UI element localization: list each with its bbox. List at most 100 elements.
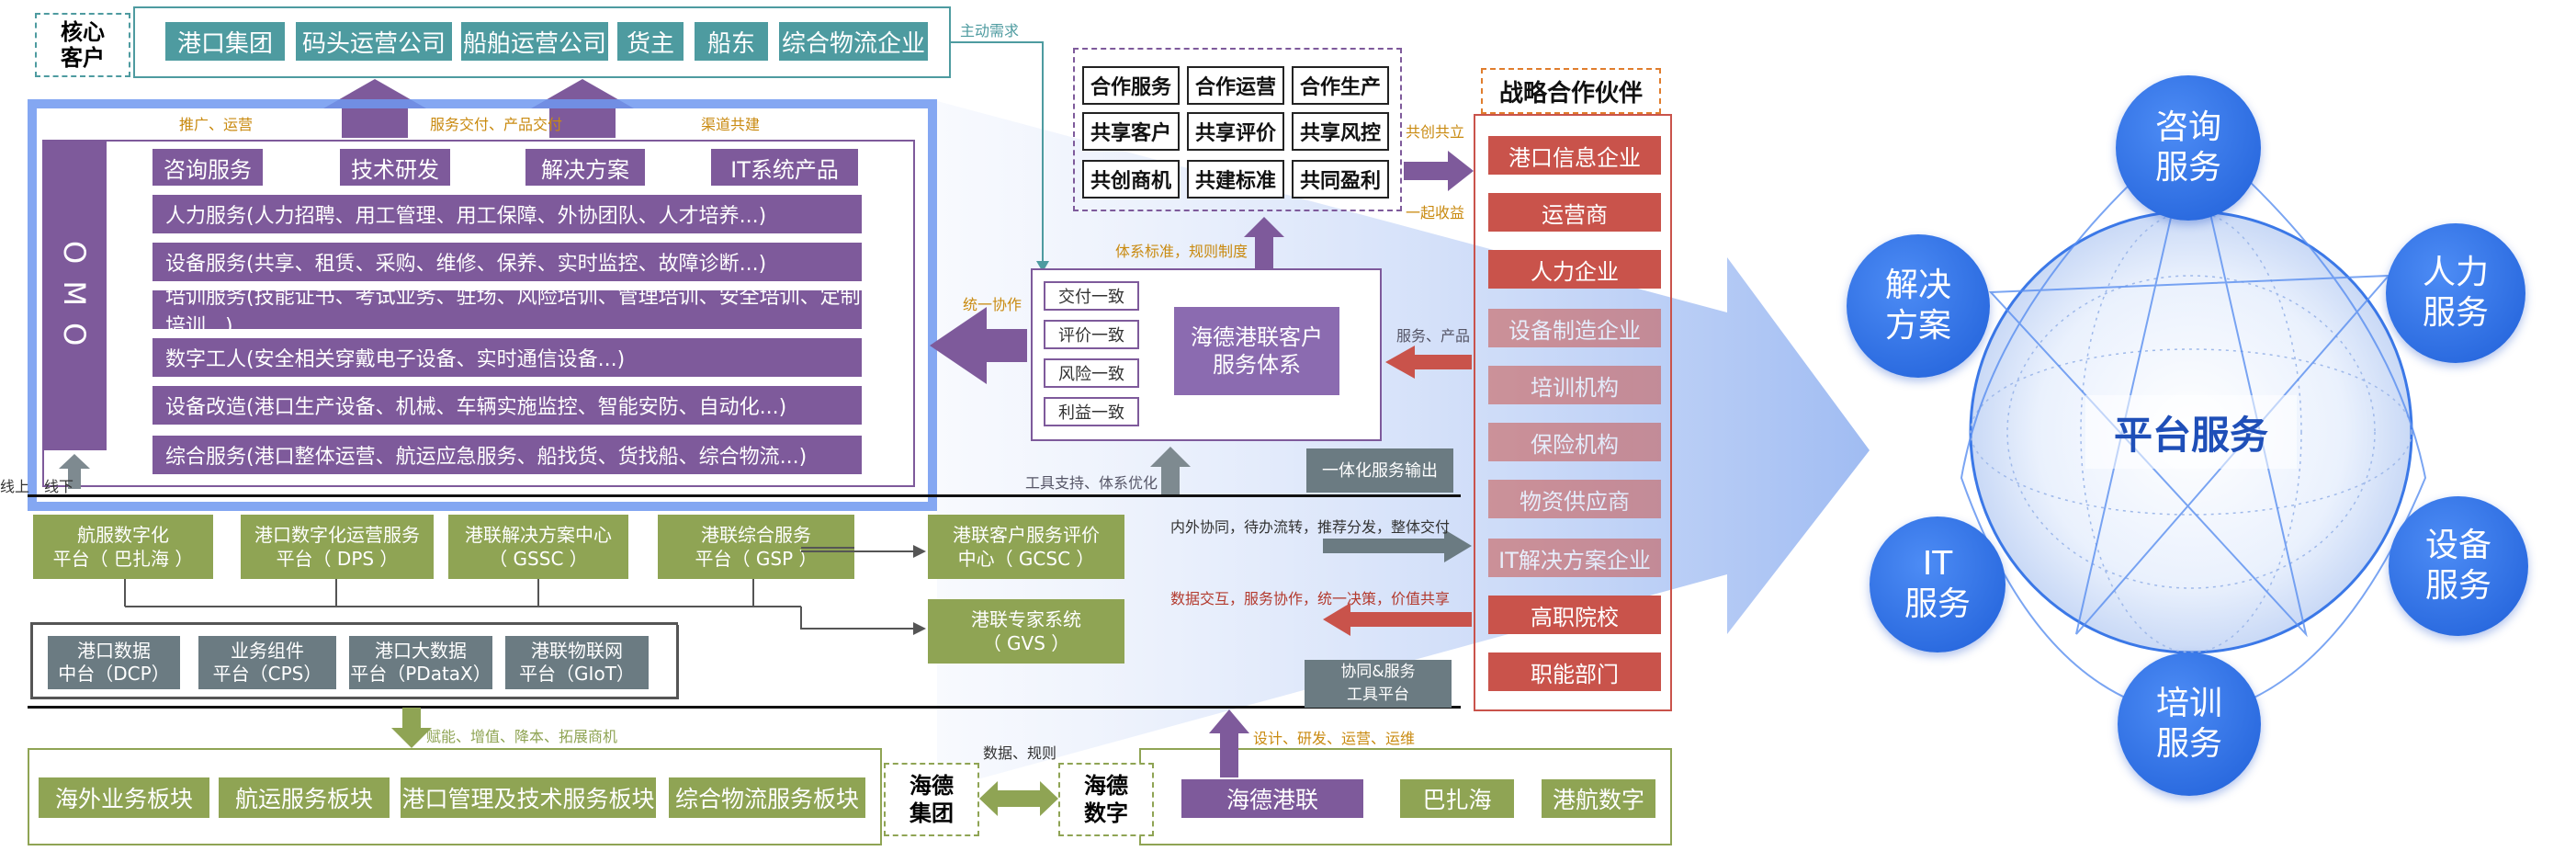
platform-pdatax[interactable]: 港口大数据 平台（PDataX）	[349, 636, 492, 689]
customer-shipowner[interactable]: 船东	[695, 22, 768, 61]
share-risk[interactable]: 共享风控	[1292, 112, 1389, 151]
partner-government[interactable]: 职能部门	[1488, 652, 1661, 691]
label-tool-support: 工具支持、体系优化	[1025, 474, 1158, 492]
bazhahai[interactable]: 巴扎海	[1400, 779, 1514, 818]
board-shipping[interactable]: 航运服务板块	[219, 777, 390, 818]
ganghang-digital[interactable]: 港航数字	[1542, 779, 1655, 818]
gray-platform-frame	[31, 623, 678, 698]
check-risk[interactable]: 风险一致	[1044, 358, 1139, 388]
partner-supplier[interactable]: 物资供应商	[1488, 480, 1661, 518]
omo-consulting[interactable]: 咨询服务	[153, 149, 263, 186]
partner-insurance[interactable]: 保险机构	[1488, 423, 1661, 461]
divider-1	[28, 494, 1461, 497]
core-customer-frame	[133, 6, 951, 78]
co-build-standard[interactable]: 共建标准	[1187, 160, 1284, 199]
cooperation-grid-frame	[1073, 48, 1402, 211]
customer-port-group[interactable]: 港口集团	[165, 22, 285, 61]
up-arrows	[323, 79, 634, 138]
platform-giot[interactable]: 港联物联网 平台（GIoT）	[505, 636, 649, 689]
label-unified-coop: 统一协作	[963, 296, 1022, 313]
customer-logistics[interactable]: 综合物流企业	[779, 22, 928, 61]
partner-training[interactable]: 培训机构	[1488, 366, 1661, 404]
partner-equipment[interactable]: 设备制造企业	[1488, 309, 1661, 347]
platform-bazhahai[interactable]: 航服数字化 平台（ 巴扎海 ）	[33, 515, 213, 579]
co-create-opportunity[interactable]: 共创商机	[1082, 160, 1180, 199]
platform-gcsc[interactable]: 港联客户服务评价 中心（ GCSC ）	[928, 515, 1124, 579]
label-push-ops: 推广、运营	[179, 116, 254, 133]
omo-rnd[interactable]: 技术研发	[340, 149, 450, 186]
customer-cargo-owner[interactable]: 货主	[617, 22, 684, 61]
coop-production[interactable]: 合作生产	[1292, 66, 1389, 105]
omo-row-equipment[interactable]: 设备服务(共享、租赁、采购、维修、保养、实时监控、故障诊断...)	[153, 243, 862, 281]
omo-row-integrated[interactable]: 综合服务(港口整体运营、航运应急服务、船找货、货找船、综合物流...)	[153, 436, 862, 474]
collab-arrows	[1323, 529, 1472, 636]
core-customer-label: 核心 客户	[35, 13, 130, 77]
coop-service[interactable]: 合作服务	[1082, 66, 1180, 105]
omo-row-hr[interactable]: 人力服务(人力招聘、用工管理、用工保障、外协团队、人才培养...)	[153, 195, 862, 233]
platform-gvs[interactable]: 港联专家系统 （ GVS ）	[928, 599, 1124, 664]
label-channel: 渠道共建	[701, 116, 761, 133]
share-evaluation[interactable]: 共享评价	[1187, 112, 1284, 151]
platform-cps[interactable]: 业务组件 平台（CPS）	[198, 636, 336, 689]
check-interest[interactable]: 利益一致	[1044, 397, 1139, 426]
omo-up-arrow	[42, 450, 107, 489]
empower-arrow	[391, 708, 432, 748]
platform-gssc[interactable]: 港联解决方案中心 （ GSSC ）	[448, 515, 628, 579]
active-demand-line	[951, 41, 1049, 272]
label-offline: 线下	[44, 478, 74, 495]
platform-center-label: 平台服务	[2085, 395, 2297, 469]
circle-hr[interactable]: 人力 服务	[2386, 223, 2525, 363]
partner-vocational[interactable]: 高职院校	[1488, 596, 1661, 634]
label-service-delivery: 服务交付、产品交付	[430, 116, 563, 133]
double-arrow	[979, 781, 1058, 816]
partner-port-info[interactable]: 港口信息企业	[1488, 136, 1661, 175]
haide-group[interactable]: 海德 集团	[884, 763, 979, 836]
customer-terminal-operator[interactable]: 码头运营公司	[296, 22, 452, 61]
label-online: 线上	[0, 478, 30, 495]
haide-ganglian[interactable]: 海德港联	[1181, 779, 1363, 818]
check-delivery[interactable]: 交付一致	[1044, 281, 1139, 311]
board-overseas[interactable]: 海外业务板块	[39, 777, 209, 818]
partners-frame	[1474, 114, 1672, 711]
share-customer[interactable]: 共享客户	[1082, 112, 1180, 151]
label-empower: 赋能、增值、降本、拓展商机	[426, 728, 618, 745]
partner-it-solution[interactable]: IT解决方案企业	[1488, 539, 1661, 577]
service-system-title[interactable]: 海德港联客户 服务体系	[1174, 307, 1339, 395]
omo-row-retrofit[interactable]: 设备改造(港口生产设备、机械、车辆实施监控、智能安防、自动化...)	[153, 386, 862, 425]
omo-highlight-frame	[28, 99, 937, 511]
platform-dcp[interactable]: 港口数据 中台（DCP）	[48, 636, 180, 689]
omo-solution[interactable]: 解决方案	[525, 149, 645, 186]
customer-ship-operator[interactable]: 船舶运营公司	[461, 22, 608, 61]
circle-training[interactable]: 培训 服务	[2118, 652, 2261, 796]
label-share-income: 一起收益	[1406, 204, 1465, 221]
circle-solution[interactable]: 解决 方案	[1847, 234, 1990, 378]
label-design-flow: 设计、研发、运营、运维	[1253, 730, 1416, 747]
coop-operation[interactable]: 合作运营	[1187, 66, 1284, 105]
co-profit[interactable]: 共同盈利	[1292, 160, 1389, 199]
label-data-rules: 数据、规则	[983, 744, 1057, 762]
board-port-mgmt[interactable]: 港口管理及技术服务板块	[401, 777, 656, 818]
omo-row-digital-worker[interactable]: 数字工人(安全相关穿戴电子设备、实时通信设备...)	[153, 338, 862, 377]
circle-equipment[interactable]: 设备 服务	[2389, 496, 2528, 636]
bottom-left-frame	[28, 748, 882, 845]
check-evaluation[interactable]: 评价一致	[1044, 320, 1139, 349]
label-inner-coop: 内外协同，待办流转，推荐分发，整体交付	[1170, 518, 1451, 536]
tool-platform[interactable]: 协同&服务 工具平台	[1305, 660, 1452, 708]
label-co-create: 共创共立	[1406, 123, 1465, 141]
integrated-service-output[interactable]: 一体化服务输出	[1306, 448, 1453, 493]
label-data-exchange: 数据交互，服务协作，统一决策，价值共享	[1170, 590, 1451, 607]
circle-it[interactable]: IT 服务	[1870, 516, 2005, 652]
omo-it-product[interactable]: IT系统产品	[711, 149, 858, 186]
partner-hr[interactable]: 人力企业	[1488, 250, 1661, 289]
divider-2	[28, 706, 1461, 709]
label-system-standard: 体系标准，规则制度	[1115, 243, 1248, 260]
haide-digital[interactable]: 海德 数字	[1058, 763, 1154, 836]
active-demand-label: 主动需求	[960, 22, 1020, 40]
design-arrow	[1209, 709, 1249, 777]
omo-label: O M O	[42, 140, 107, 450]
circle-consulting[interactable]: 咨询 服务	[2116, 75, 2261, 221]
service-system-arrows	[930, 151, 1474, 496]
partner-operator[interactable]: 运营商	[1488, 193, 1661, 232]
platform-dps[interactable]: 港口数字化运营服务 平台（ DPS ）	[241, 515, 434, 579]
board-logistics[interactable]: 综合物流服务板块	[669, 777, 865, 818]
